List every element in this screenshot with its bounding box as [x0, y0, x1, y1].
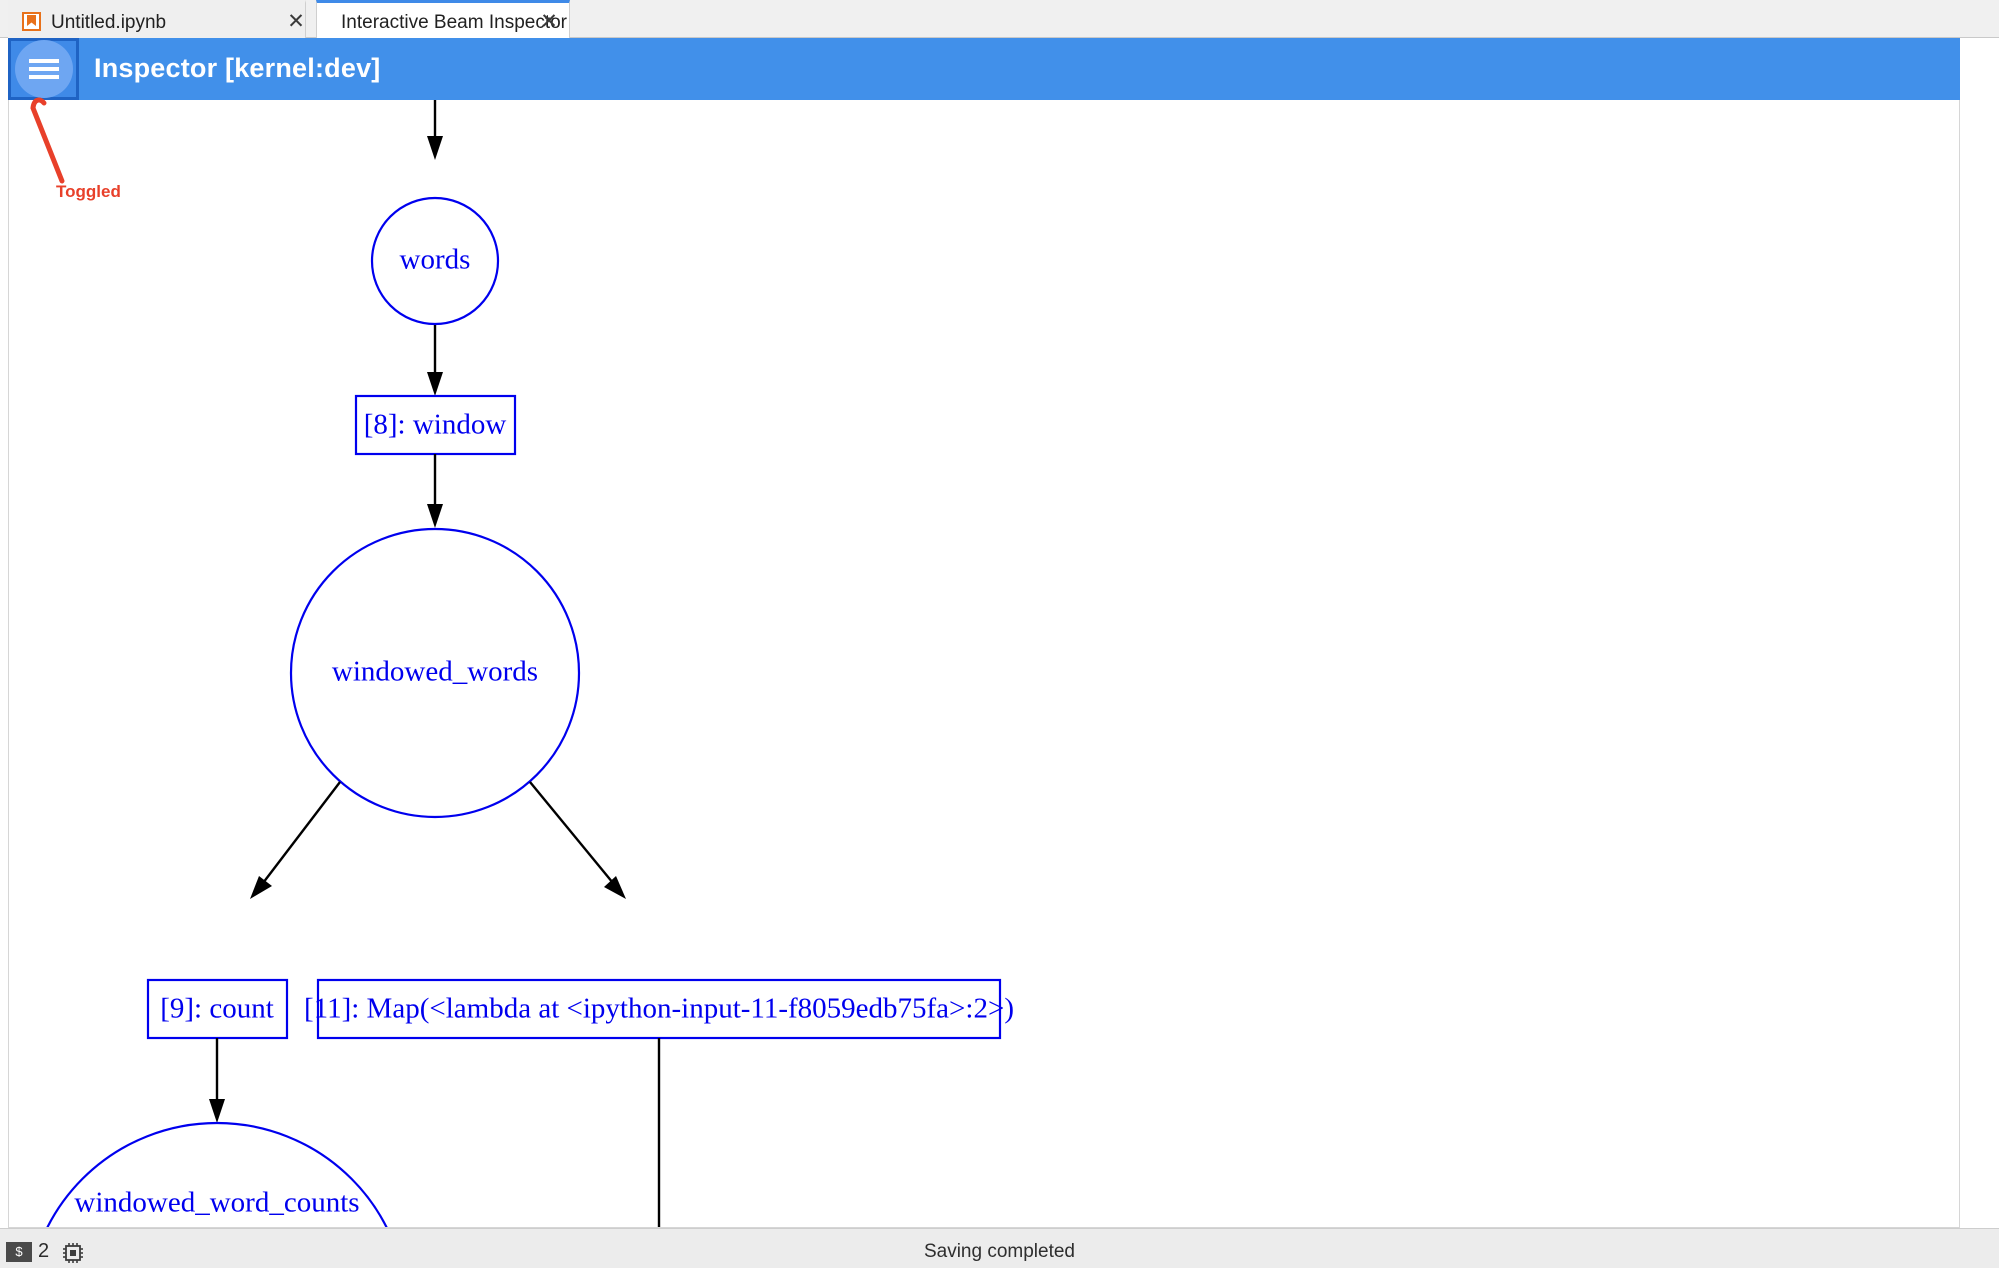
node-label: [11]: Map(<lambda at <ipython-input-11-f…	[304, 993, 1014, 1025]
graph-node-words: words	[370, 196, 500, 326]
node-label: [9]: count	[160, 993, 274, 1025]
edge-count-windowed-word-counts	[209, 1038, 225, 1123]
close-icon[interactable]: ✕	[540, 10, 558, 33]
graph-canvas[interactable]: words [8]: window windowed_words	[8, 100, 1960, 1228]
tab-untitled-ipynb[interactable]: Untitled.ipynb ✕	[8, 0, 306, 38]
edge-windowed-words-count	[250, 781, 341, 899]
node-label: windowed_words	[332, 656, 538, 688]
tab-bar: Untitled.ipynb ✕ Interactive Beam Inspec…	[0, 0, 1999, 38]
tab-interactive-beam-inspector[interactable]: Interactive Beam Inspector ✕	[316, 0, 570, 38]
terminal-icon[interactable]: $	[6, 1242, 32, 1262]
graph-node-map: [11]: Map(<lambda at <ipython-input-11-f…	[304, 978, 1014, 1040]
edge-words-window	[427, 325, 443, 396]
status-bar: $ 2 Saving completed	[0, 1228, 1999, 1268]
tab-label: Untitled.ipynb	[51, 12, 167, 33]
node-label: windowed_word_counts	[74, 1187, 359, 1219]
graph-node-count: [9]: count	[146, 978, 289, 1040]
notebook-icon	[22, 12, 41, 31]
node-label: [8]: window	[364, 409, 507, 441]
node-label: words	[400, 244, 471, 276]
edge-map-unnamed	[657, 1038, 661, 1227]
inspector-header: Inspector [kernel:dev]	[8, 38, 1960, 100]
pipeline-graph: words [8]: window windowed_words	[46, 100, 1014, 1227]
cpu-icon[interactable]	[62, 1242, 84, 1263]
annotation-label: Toggled	[56, 182, 121, 201]
annotation-arrow	[30, 97, 65, 184]
status-message: Saving completed	[923, 1241, 1076, 1262]
edge-window-windowed-words	[427, 454, 443, 528]
graph-node-window: [8]: window	[354, 394, 517, 456]
hamburger-icon	[28, 59, 59, 79]
close-icon[interactable]: ✕	[287, 10, 305, 33]
page-title: Inspector [kernel:dev]	[94, 53, 381, 83]
edge-windowed-words-map	[529, 781, 626, 899]
tab-label: Interactive Beam Inspector	[341, 12, 567, 33]
graph-node-windowed-words: windowed_words	[289, 527, 581, 819]
edge-inbound-words	[427, 100, 443, 160]
hamburger-toggle-button[interactable]	[8, 38, 79, 100]
kernel-count[interactable]: 2	[38, 1240, 50, 1262]
graph-node-windowed-word-counts: windowed_word_counts	[46, 1121, 388, 1227]
